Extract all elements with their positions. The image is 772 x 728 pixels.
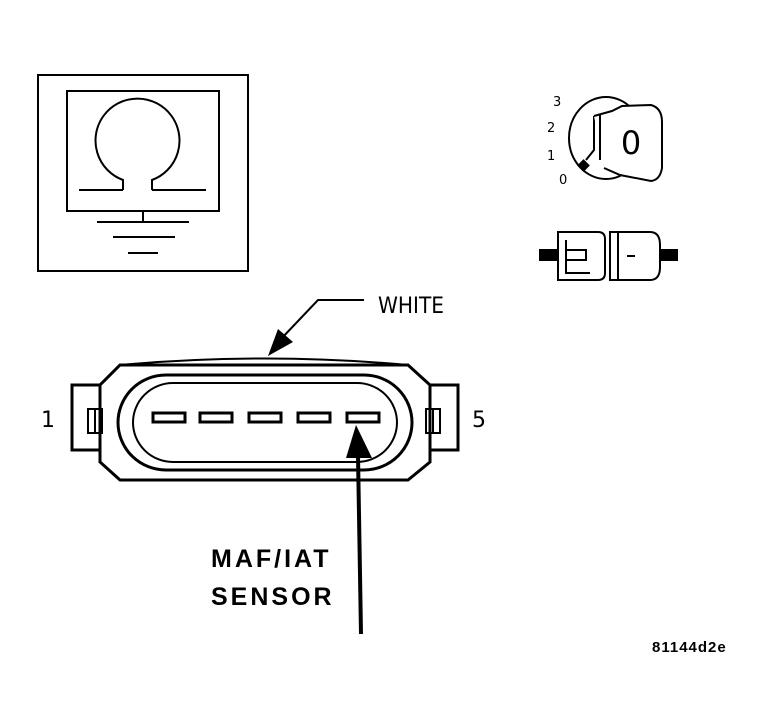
maf-iat-connector xyxy=(70,357,460,482)
terminal-2 xyxy=(198,411,234,424)
disconnected-connector-icon xyxy=(539,231,678,281)
pin-5-label: 5 xyxy=(472,408,486,433)
ignition-key-off-icon: 3 2 1 0 0 xyxy=(547,95,663,188)
terminal-5 xyxy=(345,411,381,424)
sensor-name-line2: SENSOR xyxy=(211,583,335,611)
terminal-3 xyxy=(247,411,283,424)
key-glyph: 0 xyxy=(621,124,641,162)
pin-1-label: 1 xyxy=(41,408,55,433)
ignition-pos-3: 3 xyxy=(553,95,561,110)
figure-code: 81144d2e xyxy=(652,639,727,656)
terminal-1 xyxy=(151,411,187,424)
ignition-pos-0: 0 xyxy=(559,173,567,188)
sensor-name-line1: MAF/IAT xyxy=(211,545,332,573)
wire-color-leader xyxy=(268,299,364,356)
terminal-row xyxy=(151,411,381,424)
terminal-pointer-arrow xyxy=(346,425,372,635)
ohmmeter-icon xyxy=(37,74,249,272)
terminal-4 xyxy=(296,411,332,424)
ignition-pos-1: 1 xyxy=(547,149,555,164)
wire-color-label: WHITE xyxy=(378,294,444,319)
ignition-pos-2: 2 xyxy=(547,121,555,136)
